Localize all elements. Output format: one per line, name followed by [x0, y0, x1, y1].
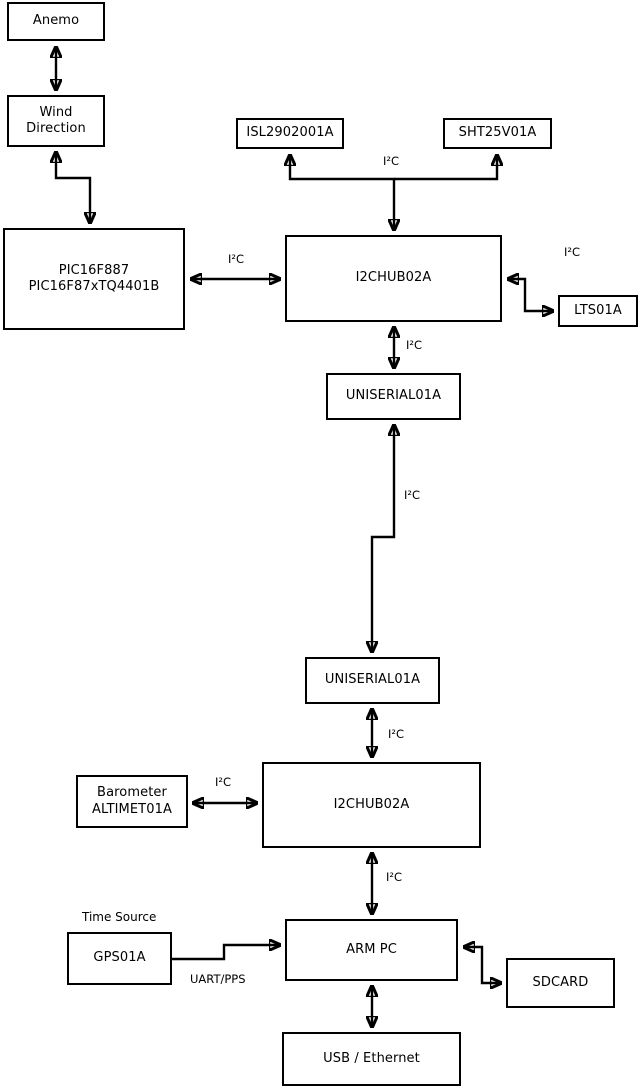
edge-label-uart-pps: UART/PPS: [190, 972, 246, 986]
edge-hubtop-sensorbus: [290, 155, 394, 230]
node-usb-ethernet[interactable]: USB / Ethernet: [282, 1032, 461, 1086]
edge-sensorbus-sht: [394, 155, 497, 181]
node-gps01a[interactable]: GPS01A: [67, 932, 172, 985]
edge-label-i2c-sensor-bus: I²C: [383, 154, 400, 168]
node-i2chub02a-top[interactable]: I2CHUB02A: [285, 235, 502, 322]
edge-hubtop-lts: [508, 279, 553, 311]
node-pic-microcontroller[interactable]: PIC16F887 PIC16F87xTQ4401B: [3, 228, 185, 330]
node-sht25v01a[interactable]: SHT25V01A: [443, 118, 552, 149]
node-barometer-altimet01a[interactable]: Barometer ALTIMET01A: [76, 775, 188, 828]
edge-label-i2c-uniserial-uniserial: I²C: [404, 488, 421, 502]
node-lts01a[interactable]: LTS01A: [558, 295, 638, 327]
edge-gps-armpc: [172, 945, 280, 961]
edge-label-i2c-barometer-hub2: I²C: [215, 775, 232, 789]
edge-label-i2c-hub-uniserial: I²C: [406, 338, 423, 352]
edge-uniserial-uniserial: [372, 425, 394, 652]
node-i2chub02a-bottom[interactable]: I2CHUB02A: [262, 762, 481, 848]
node-uniserial01a-top[interactable]: UNISERIAL01A: [326, 373, 461, 420]
node-sdcard[interactable]: SDCARD: [506, 958, 615, 1008]
edge-armpc-sdcard: [464, 947, 501, 983]
edge-pic-wind: [56, 152, 90, 223]
edge-label-i2c-pic-hub: I²C: [228, 252, 245, 266]
node-isl2902001a[interactable]: ISL2902001A: [236, 118, 344, 149]
node-arm-pc[interactable]: ARM PC: [285, 919, 458, 981]
edge-label-i2c-hub2-armpc: I²C: [386, 870, 403, 884]
node-uniserial01a-bottom[interactable]: UNISERIAL01A: [305, 657, 440, 704]
label-time-source: Time Source: [82, 910, 157, 924]
edge-label-i2c-uniserial-hub2: I²C: [388, 727, 405, 741]
node-wind-direction[interactable]: Wind Direction: [7, 95, 105, 147]
node-anemo[interactable]: Anemo: [7, 2, 105, 41]
edge-label-i2c-hub-lts: I²C: [564, 245, 581, 259]
